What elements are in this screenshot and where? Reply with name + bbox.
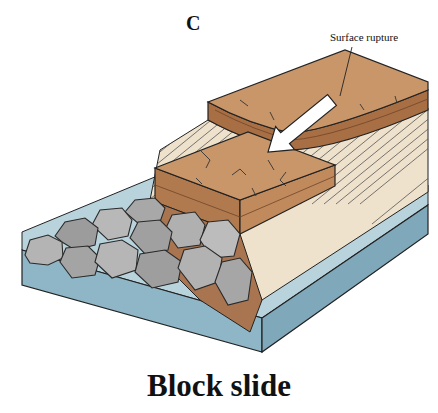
callout-label: Surface rupture [330, 31, 398, 43]
block-top [155, 132, 335, 200]
panel-letter: C [186, 12, 200, 35]
rock [25, 235, 63, 265]
movement-arrow [268, 95, 336, 152]
rock [95, 240, 138, 278]
striation-line [384, 130, 438, 244]
rock [135, 250, 182, 288]
block-strata [155, 176, 335, 217]
rock [92, 208, 132, 240]
rubble-pile [25, 198, 252, 305]
rock [165, 212, 205, 248]
leader-line [340, 47, 352, 96]
rock [60, 246, 100, 278]
block-fissures [196, 150, 286, 196]
figure-caption: Block slide [0, 368, 438, 404]
base-front-face [22, 250, 262, 352]
rock [215, 258, 252, 305]
